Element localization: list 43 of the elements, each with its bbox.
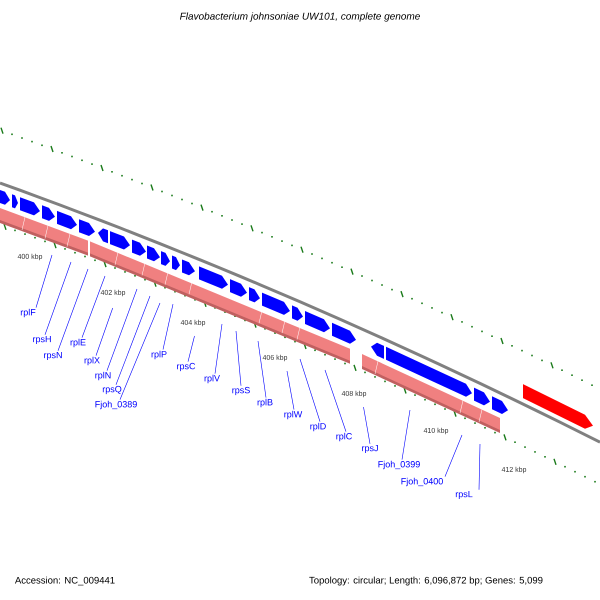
leader-line [188, 336, 195, 362]
footer-text: Accession: NC_009441 [14, 576, 115, 586]
leader-line [82, 276, 106, 338]
footer-text: Topology: circular; Length: 6,096,872 bp; Genes: 5,099 [309, 576, 542, 586]
leader-line [478, 444, 480, 490]
leader-line [120, 302, 160, 400]
leader-line [258, 340, 266, 398]
gene-label: Fjoh_0400 [401, 478, 443, 486]
gene-label: rplV [204, 374, 220, 384]
gene-label: rpsL [456, 490, 472, 500]
leader-line [106, 288, 138, 371]
leader-line [44, 262, 72, 336]
gene-label: Fjoh_0389 [95, 400, 137, 410]
gene-label: Fjoh_0399 [378, 460, 420, 470]
gene-label: rplE [70, 338, 86, 348]
gene-label: rplD [310, 422, 326, 432]
leader-line [444, 434, 462, 477]
leader-line [402, 410, 410, 460]
leader-line [214, 324, 222, 374]
leader-line [58, 268, 88, 352]
gene-label: rpsN [44, 352, 62, 360]
gene-label: rplB [258, 398, 273, 408]
title: Flavobacterium johnsoniae UW101, complete genome [180, 12, 420, 22]
leader-line [363, 406, 370, 444]
gene-label: rpsS [232, 386, 250, 396]
gene-label: rpsJ [362, 444, 378, 454]
gene-label: rplF [20, 308, 36, 318]
gene-label: rpsQ [102, 386, 122, 394]
leader-line [236, 330, 242, 386]
gene-label: rplN [95, 372, 111, 380]
gene-label: rplC [336, 432, 352, 442]
leader-line [162, 304, 174, 350]
gene-label: rpsH [33, 336, 51, 344]
leader-line [96, 308, 113, 356]
leader-line [286, 370, 294, 410]
gene-label: rplX [84, 356, 100, 366]
leader-line [116, 296, 150, 386]
leader-line [300, 358, 320, 422]
gene-label: rpsC [177, 362, 196, 372]
gene-label: rplP [152, 350, 167, 360]
leader-line [324, 370, 346, 432]
gene-label: rplW [284, 410, 302, 420]
leader-line [36, 254, 52, 308]
